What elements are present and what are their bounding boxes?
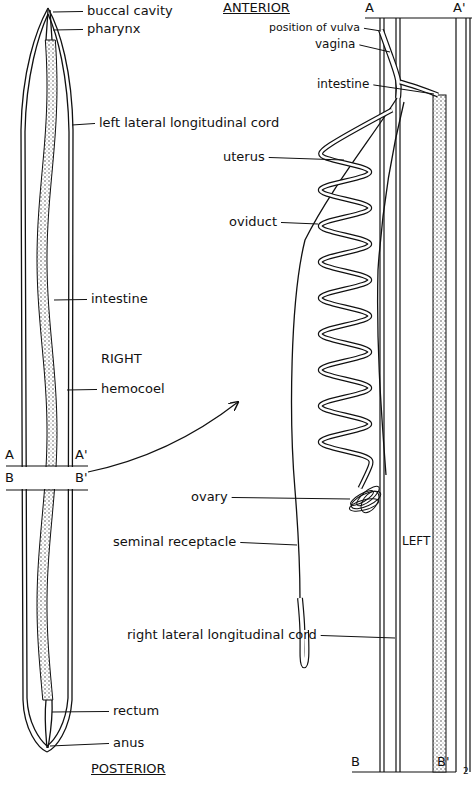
tube-lumen xyxy=(400,82,438,95)
part-label: position of vulva xyxy=(268,22,361,35)
part-label: A' xyxy=(74,448,88,463)
leader-line xyxy=(269,157,344,160)
part-label: rectum xyxy=(112,704,160,719)
leader-lines xyxy=(50,11,434,746)
part-label: vagina xyxy=(314,38,356,52)
tube-lumen xyxy=(320,110,392,488)
part-label: anus xyxy=(112,736,145,751)
leader-line xyxy=(72,123,95,125)
section-strip xyxy=(380,18,470,772)
rectum xyxy=(45,700,52,748)
part-label: oviduct xyxy=(228,215,278,230)
part-label: A xyxy=(4,448,15,463)
leader-line xyxy=(321,635,395,638)
section-lines xyxy=(6,18,472,772)
leader-line xyxy=(50,743,109,746)
intestine-left xyxy=(37,40,57,700)
tube-wall xyxy=(400,82,438,95)
part-label: left lateral longitudinal cord xyxy=(98,116,280,131)
part-label: uterus xyxy=(222,150,266,165)
part-label: pharynx xyxy=(86,22,141,37)
leader-line xyxy=(364,28,381,31)
uterus-wall xyxy=(292,98,397,600)
leader-line xyxy=(232,497,350,499)
part-label: LEFT xyxy=(401,535,431,549)
uterus-wall xyxy=(378,102,404,475)
leader-line xyxy=(240,542,297,545)
pointer-arrow xyxy=(88,402,238,472)
leader-line xyxy=(52,711,109,713)
pharynx xyxy=(46,10,52,40)
part-label: B' xyxy=(74,471,89,486)
part-label: right lateral longitudinal cord xyxy=(126,628,318,643)
part-label: buccal cavity xyxy=(86,4,174,19)
part-label: intestine xyxy=(316,78,370,92)
reproductive-tubes xyxy=(300,30,438,665)
part-label: intestine xyxy=(90,292,149,307)
cut-gap xyxy=(0,467,92,489)
part-label: A xyxy=(364,1,375,16)
part-label: hemocoel xyxy=(100,382,166,397)
part-label: RIGHT xyxy=(100,352,143,367)
part-label: 2 xyxy=(462,766,470,776)
part-label: ovary xyxy=(190,490,229,505)
leader-line xyxy=(54,299,87,301)
part-label: B xyxy=(4,471,15,486)
leader-line xyxy=(281,222,318,224)
intestine-right xyxy=(433,95,446,772)
worm-body xyxy=(21,8,73,752)
part-label: B xyxy=(350,755,361,770)
part-label: B' xyxy=(436,755,451,770)
part-label: ANTERIOR xyxy=(222,1,291,16)
tube-wall xyxy=(320,110,392,488)
ovary xyxy=(348,483,383,516)
part-label: POSTERIOR xyxy=(90,762,167,777)
intestine-band xyxy=(37,40,57,700)
leader-line xyxy=(67,389,97,391)
leader-line xyxy=(53,29,83,31)
leader-line xyxy=(53,11,83,13)
part-label: seminal receptacle xyxy=(112,535,237,550)
part-label: A' xyxy=(452,1,466,16)
leader-line xyxy=(359,45,390,52)
leader-line xyxy=(373,85,434,94)
uterus xyxy=(292,98,404,600)
